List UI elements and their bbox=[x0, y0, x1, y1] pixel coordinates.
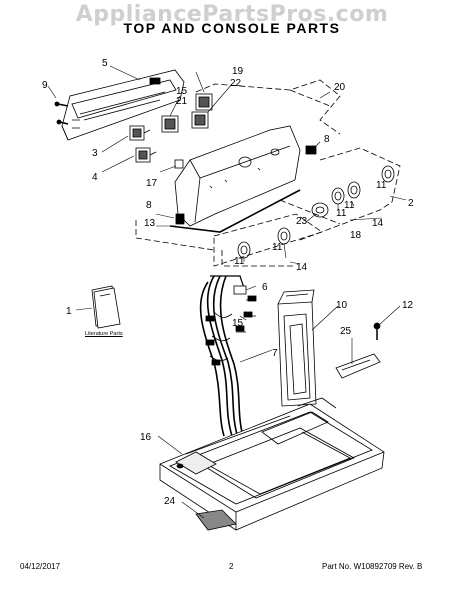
callout-2: 2 bbox=[408, 198, 414, 209]
callout-19: 19 bbox=[232, 66, 244, 77]
callouts: 5 9 15 21 19 22 20 3 4 17 8 8 13 2 11 11… bbox=[42, 58, 414, 507]
callout-17: 17 bbox=[146, 178, 158, 189]
knob-23 bbox=[311, 202, 329, 218]
knob-11 bbox=[237, 165, 395, 259]
switch-22 bbox=[191, 111, 209, 129]
callout-9: 9 bbox=[42, 80, 48, 91]
callout-1: 1 bbox=[66, 306, 72, 317]
callout-25: 25 bbox=[340, 326, 352, 337]
control-panel bbox=[61, 69, 185, 141]
watermark: AppliancePartsPros.com bbox=[75, 2, 389, 27]
console bbox=[174, 125, 301, 227]
switch-19 bbox=[195, 93, 213, 111]
wire-harness bbox=[199, 275, 257, 441]
callout-14a: 14 bbox=[372, 218, 384, 229]
callout-18: 18 bbox=[350, 230, 362, 241]
callout-8: 8 bbox=[324, 134, 330, 145]
callout-11b: 11 bbox=[344, 200, 355, 211]
lid bbox=[277, 289, 317, 407]
callout-21: 21 bbox=[176, 96, 188, 107]
callout-14b: 14 bbox=[296, 262, 308, 273]
literature-booklet bbox=[91, 285, 121, 329]
screw-13 bbox=[373, 322, 381, 340]
callout-11e: 11 bbox=[336, 208, 347, 219]
callout-10: 10 bbox=[336, 300, 348, 311]
leader-lines bbox=[47, 65, 407, 519]
callout-5: 6 bbox=[262, 282, 268, 293]
callout-3: 3 bbox=[92, 148, 98, 159]
callout-7: 7 bbox=[272, 348, 278, 359]
callout-23: 23 bbox=[296, 216, 308, 227]
callout-20: 20 bbox=[334, 82, 346, 93]
footer-date: 04/12/2017 bbox=[20, 562, 61, 571]
callout-4: 4 bbox=[92, 172, 98, 183]
page-title: TOP AND CONSOLE PARTS bbox=[123, 20, 341, 36]
literature-parts-label: Literature Parts bbox=[85, 331, 123, 337]
top-panel bbox=[159, 397, 385, 531]
switch-4 bbox=[135, 147, 157, 163]
callout-12: 13 bbox=[144, 218, 156, 229]
callout-13: 12 bbox=[402, 300, 414, 311]
switch-15-21 bbox=[161, 115, 179, 133]
clip-17 bbox=[174, 159, 184, 169]
screw-9 bbox=[54, 101, 69, 125]
callout-11d: 11 bbox=[234, 256, 245, 267]
switch-3 bbox=[129, 125, 151, 141]
footer-page-number: 2 bbox=[229, 562, 234, 571]
callout-11a: 11 bbox=[376, 180, 387, 191]
label-24 bbox=[195, 509, 237, 531]
connector-5 bbox=[233, 285, 247, 295]
callout-8b: 8 bbox=[146, 200, 152, 211]
callout-22: 22 bbox=[230, 78, 242, 89]
rod-12 bbox=[169, 189, 301, 233]
callout-11c: 11 bbox=[272, 242, 283, 253]
callout-15b: 15 bbox=[232, 318, 244, 329]
callout-24: 24 bbox=[164, 496, 176, 507]
callout-16: 16 bbox=[140, 432, 152, 443]
hinge-25 bbox=[335, 353, 381, 379]
callout-6: 5 bbox=[102, 58, 108, 69]
dashed-brackets bbox=[135, 79, 401, 267]
footer-part-number: Part No. W10892709 Rev. B bbox=[322, 562, 423, 571]
screw-8-top bbox=[305, 145, 317, 155]
callout-15: 15 bbox=[176, 86, 188, 97]
